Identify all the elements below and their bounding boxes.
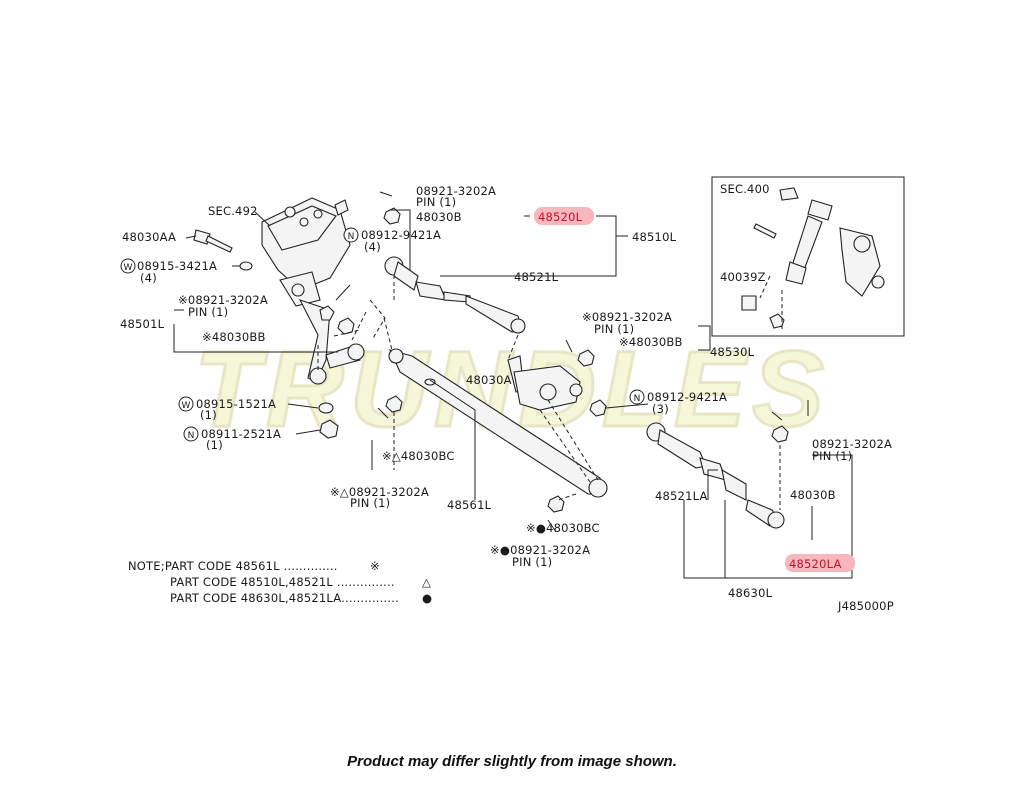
washer-08915-3421A xyxy=(239,261,253,271)
label-qty-1b: (1) xyxy=(206,438,223,452)
label-08915-1521A: 08915-1521A xyxy=(196,397,276,411)
nut-48030B-top xyxy=(383,207,401,225)
label-48030B-top: 48030B xyxy=(416,210,462,224)
knuckle-inset-box xyxy=(711,176,905,337)
washer-08915-1521A xyxy=(318,402,334,414)
nut-08911-2521A xyxy=(319,419,339,439)
label-pin1-top: PIN (1) xyxy=(416,195,456,209)
nut-48030BC-left xyxy=(385,395,403,413)
highlight-48520L xyxy=(534,207,594,225)
label-40039Z: 40039Z xyxy=(720,270,766,284)
disclaimer-footer: Product may differ slightly from image s… xyxy=(347,753,677,770)
tie-rod-48630L xyxy=(646,422,785,529)
svg-text:W: W xyxy=(182,401,191,411)
watermark-text: TRUNDLES xyxy=(194,328,830,449)
steering-knuckle xyxy=(741,187,885,329)
label-48030B-right: 48030B xyxy=(790,488,836,502)
svg-text:W: W xyxy=(124,263,133,273)
note-line-3: PART CODE 48630L,48521LA............... xyxy=(170,591,399,605)
note-symbol-1: ※ xyxy=(370,559,380,573)
label-08921-3202A-tri: ※△08921-3202A xyxy=(330,485,429,499)
nut-48030BB-left xyxy=(337,317,355,335)
n-marker-mid: N xyxy=(183,426,199,442)
label-08915-3421A: 08915-3421A xyxy=(137,259,217,273)
note-symbol-3: ● xyxy=(422,591,432,605)
label-sec400: SEC.400 xyxy=(720,182,770,196)
diagram-id: J485000P xyxy=(837,599,894,613)
label-pin1-left: PIN (1) xyxy=(188,305,228,319)
steering-gear-box xyxy=(261,197,351,307)
label-qty-3: (3) xyxy=(652,402,669,416)
label-qty-4b: (4) xyxy=(364,240,381,254)
label-sec492: SEC.492 xyxy=(208,204,258,218)
svg-text:N: N xyxy=(188,431,195,441)
label-48520LA: 48520LA xyxy=(789,557,842,571)
svg-text:N: N xyxy=(634,394,641,404)
n-marker-top: N xyxy=(343,227,359,243)
label-08911-2521A: 08911-2521A xyxy=(201,427,281,441)
label-08921-3202A-top: 08921-3202A xyxy=(416,184,496,198)
label-08921-3202A-dot: ※●08921-3202A xyxy=(490,543,590,557)
label-08912-9421A-top: 08912-9421A xyxy=(361,228,441,242)
label-pin1-right: PIN (1) xyxy=(812,449,852,463)
label-48030BC-tri: ※△48030BC xyxy=(382,449,455,463)
label-48030BB-mid: ※48030BB xyxy=(619,335,683,349)
label-48030A: 48030A xyxy=(466,373,512,387)
bolt-48030AA xyxy=(193,229,233,253)
note-symbol-2: △ xyxy=(422,575,431,589)
label-08921-3202A-right: 08921-3202A xyxy=(812,437,892,451)
nut-48030B-right xyxy=(771,425,789,443)
label-qty-4a: (4) xyxy=(140,271,157,285)
label-48521L: 48521L xyxy=(514,270,559,284)
label-08921-3202A-mid: ※08921-3202A xyxy=(582,310,672,324)
idler-arm-48530L xyxy=(507,355,583,411)
w-marker-mid: W xyxy=(178,396,194,412)
label-48530L: 48530L xyxy=(710,345,755,359)
nut-48030BB-mid xyxy=(577,349,595,367)
nut-48030BC-right xyxy=(547,495,565,513)
cross-rod-48561L xyxy=(388,348,608,498)
label-48630L: 48630L xyxy=(728,586,773,600)
svg-text:N: N xyxy=(348,232,355,242)
n-marker-right: N xyxy=(629,389,645,405)
label-48030AA: 48030AA xyxy=(122,230,176,244)
label-48030BB-left: ※48030BB xyxy=(202,330,266,344)
label-pin1-dot: PIN (1) xyxy=(512,555,552,569)
label-48030BC-dot: ※●48030BC xyxy=(526,521,600,535)
label-48501L: 48501L xyxy=(120,317,165,331)
label-pin1-tri: PIN (1) xyxy=(350,496,390,510)
w-marker-top: W xyxy=(120,258,136,274)
highlight-48520LA xyxy=(785,554,855,572)
label-48561L: 48561L xyxy=(447,498,492,512)
label-08912-9421A-mid: 08912-9421A xyxy=(647,390,727,404)
note-line-1: NOTE;PART CODE 48561L .............. xyxy=(128,559,338,573)
label-08921-3202A-left: ※08921-3202A xyxy=(178,293,268,307)
nut-08912-9421A xyxy=(319,305,335,321)
pitman-arm xyxy=(298,299,365,385)
leader-48520L xyxy=(440,215,617,277)
label-qty-1a: (1) xyxy=(200,408,217,422)
label-pin1-mid: PIN (1) xyxy=(594,322,634,336)
tie-rod-48510L xyxy=(384,256,526,334)
label-48521LA: 48521LA xyxy=(655,489,708,503)
note-line-2: PART CODE 48510L,48521L ............... xyxy=(170,575,395,589)
label-48510L: 48510L xyxy=(632,230,677,244)
label-48520L: 48520L xyxy=(538,210,583,224)
nut-08912-9421A-mid xyxy=(589,399,607,417)
